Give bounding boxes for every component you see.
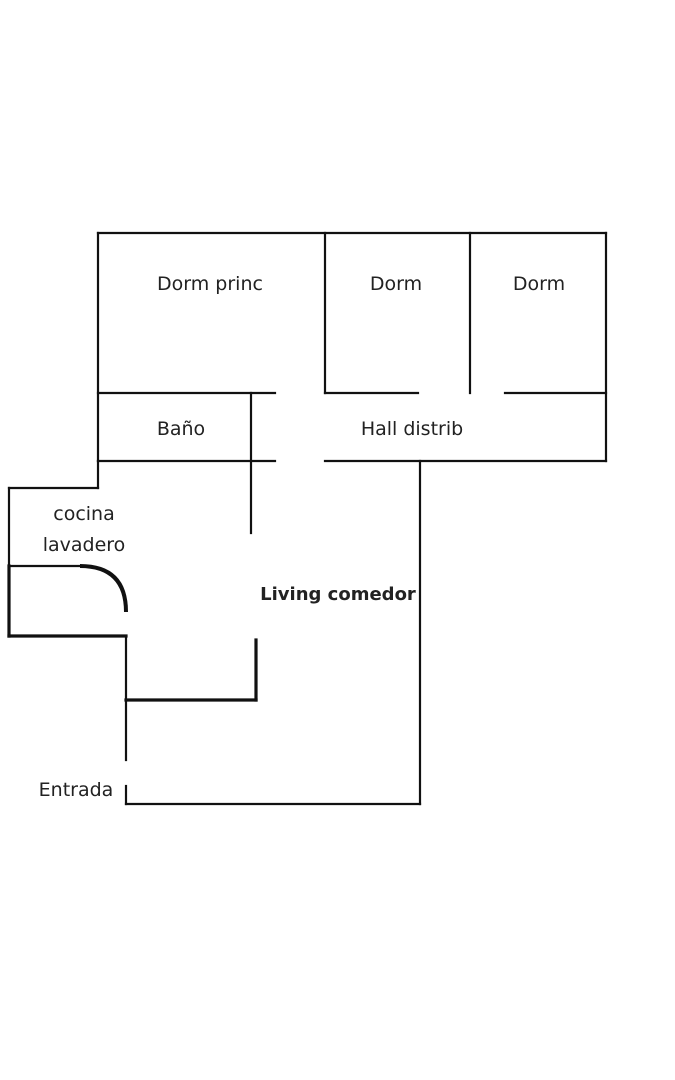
cocina-walls — [7, 459, 128, 638]
label-lavadero: lavadero — [43, 534, 126, 556]
label-entrada: Entrada — [39, 779, 114, 801]
label-bano: Baño — [157, 418, 205, 440]
living-walls — [124, 459, 422, 806]
label-dorm-2: Dorm — [513, 273, 565, 295]
label-living: Living comedor — [260, 584, 416, 605]
label-dorm-princ: Dorm princ — [157, 273, 263, 295]
label-hall: Hall distrib — [361, 418, 463, 440]
label-dorm-1: Dorm — [370, 273, 422, 295]
door-swing-arc — [79, 564, 128, 613]
bano-hall-walls — [96, 391, 608, 535]
label-cocina: cocina — [53, 503, 114, 525]
bedrooms-walls — [96, 231, 608, 463]
